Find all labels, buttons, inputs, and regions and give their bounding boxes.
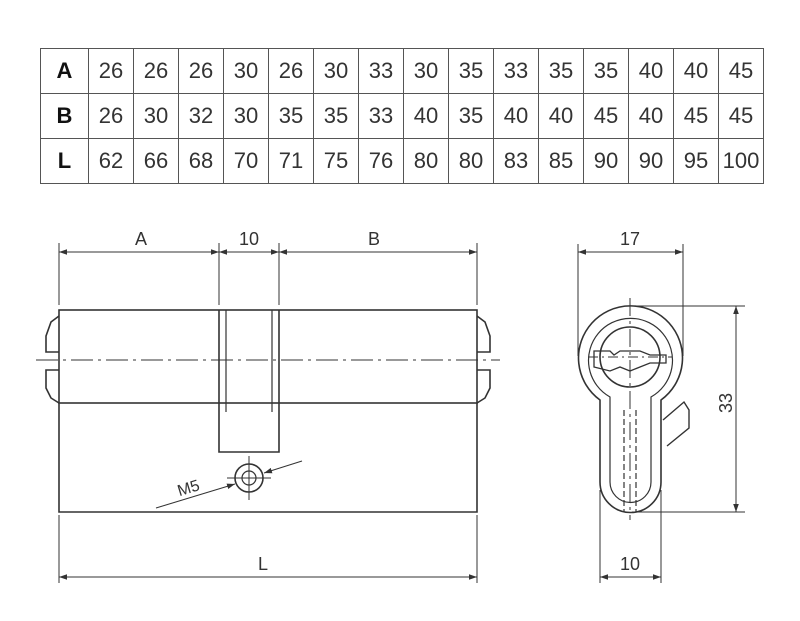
table-cell: 76 [358,138,404,184]
row-label: B [40,93,89,139]
profile-inner [587,317,674,504]
table-cell: 26 [268,48,314,94]
table-cell: 35 [538,48,584,94]
table-cell: 75 [313,138,359,184]
table-cell: 40 [493,93,539,139]
table-cell: 26 [88,48,134,94]
table-cell: 45 [673,93,719,139]
table-cell: 26 [178,48,224,94]
label-dim-33: 33 [716,393,736,413]
label-dim-a: A [135,229,147,249]
cylinder-lower-body [58,403,478,513]
cam-slot [218,310,280,453]
label-dim-17: 17 [620,229,640,249]
front-extension-lines [577,244,745,583]
keyway [593,350,667,372]
table-cell: 35 [448,48,494,94]
m5-leader-2 [263,460,303,474]
table-cell: 33 [358,93,404,139]
table-cell: 95 [673,138,719,184]
table-cell: 30 [313,48,359,94]
table-cell: 35 [448,93,494,139]
table-cell: 71 [268,138,314,184]
left-end-plug [45,315,60,404]
table-cell: 30 [223,93,269,139]
right-end-plug [476,315,491,404]
table-cell: 62 [88,138,134,184]
row-label: A [40,48,89,94]
label-dim-b: B [368,229,380,249]
label-dim-10: 10 [239,229,259,249]
cam [662,400,690,447]
table-cell: 80 [448,138,494,184]
table-cell: 90 [628,138,674,184]
cylinder-upper-body [58,309,478,404]
table-cell: 35 [268,93,314,139]
table-cell: 45 [718,93,764,139]
table-cell: 90 [583,138,629,184]
side-view [36,243,500,583]
label-dim-10-front: 10 [620,554,640,574]
label-dim-l: L [258,554,268,574]
table-cell: 35 [313,93,359,139]
table-cell: 30 [403,48,449,94]
table-cell: 32 [178,93,224,139]
extension-lines [58,243,478,583]
m5-leader [155,483,236,509]
table-cell: 85 [538,138,584,184]
front-view [577,244,745,583]
table-cell: 100 [718,138,764,184]
table-cell: 45 [583,93,629,139]
table-cell: 40 [628,93,674,139]
table-cell: 40 [673,48,719,94]
profile-outline [577,305,684,514]
table-cell: 30 [133,93,179,139]
label-m5: M5 [176,477,202,500]
plug-circle [599,326,661,388]
cam-slot-inner [225,310,273,412]
